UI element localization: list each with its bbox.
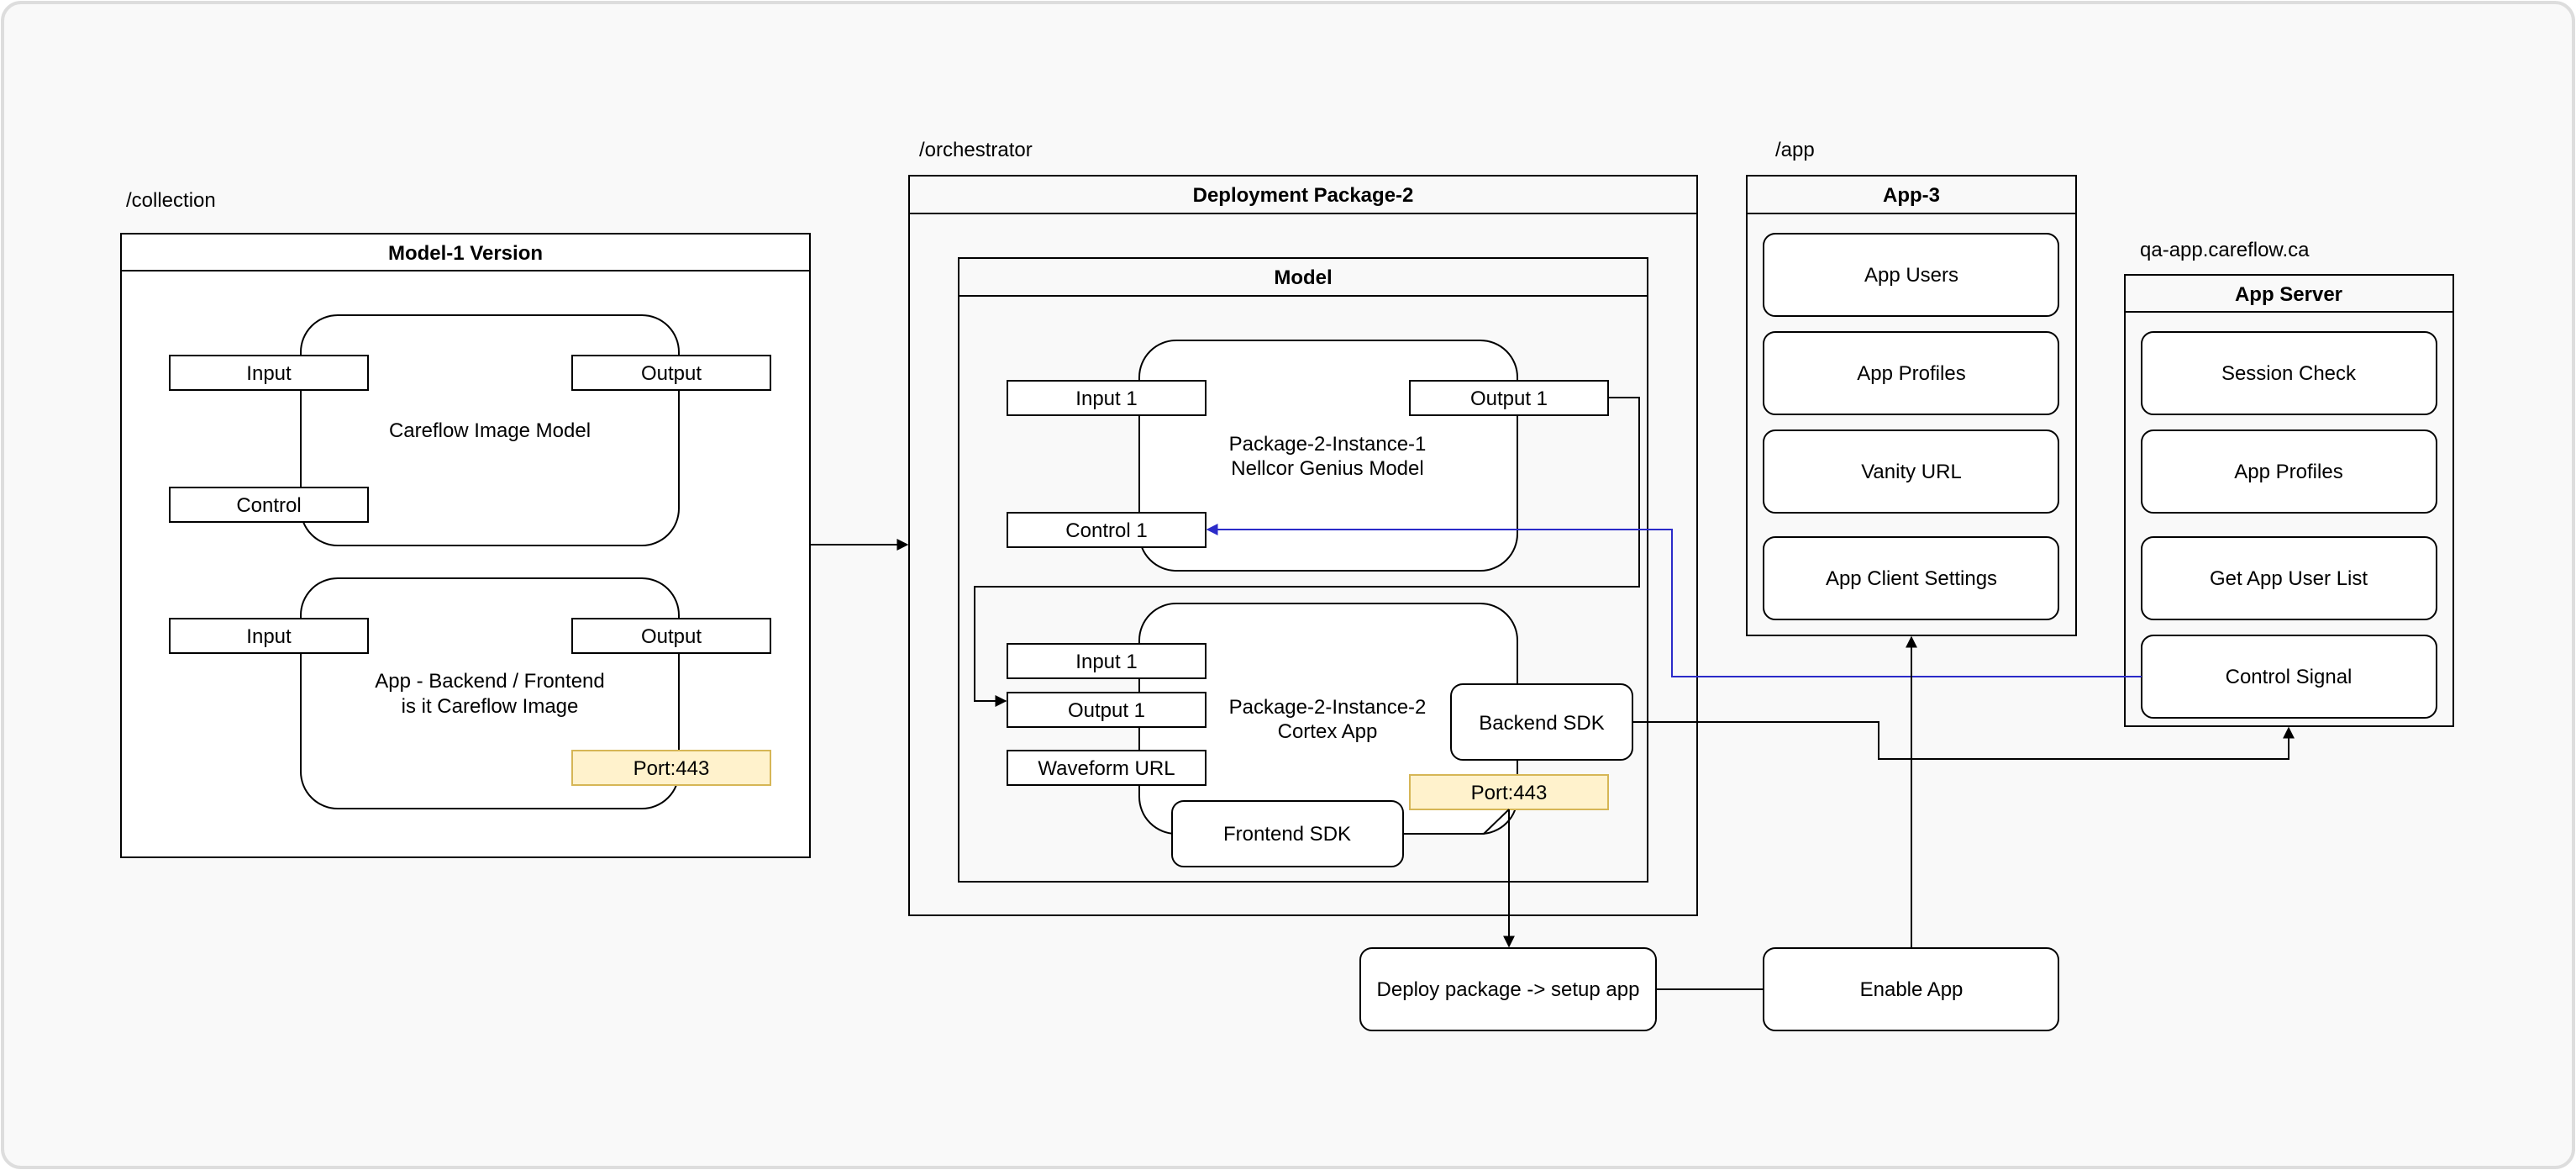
server-path-label: qa-app.careflow.ca <box>2140 239 2310 261</box>
svg-text:Input 1: Input 1 <box>1075 651 1137 673</box>
svg-text:Output 1: Output 1 <box>1470 387 1548 410</box>
backend-sdk-to-server-arrow <box>1632 721 2295 760</box>
output-to-output-connector <box>974 397 1640 707</box>
app-backend-port-443: Port:443 <box>571 750 771 786</box>
control-signal-connector <box>1206 524 2142 677</box>
svg-text:Frontend SDK: Frontend SDK <box>1223 823 1351 846</box>
svg-text:Deploy package -> setup app: Deploy package -> setup app <box>1377 978 1640 1001</box>
deploy-package-node: Deploy package -> setup app <box>1359 947 1657 1031</box>
careflow-image-model-label: Careflow Image Model <box>389 419 591 442</box>
instance1-input-port: Input 1 <box>1007 380 1207 416</box>
svg-text:Output 1: Output 1 <box>1068 699 1145 722</box>
app-backend-frontend-label-line2: is it Careflow Image <box>402 695 579 718</box>
app-server-title: App Server <box>2235 283 2342 306</box>
svg-text:Port:443: Port:443 <box>1471 782 1548 804</box>
svg-text:Input: Input <box>246 362 292 385</box>
instance2-output-port: Output 1 <box>1007 692 1207 728</box>
svg-text:App Users: App Users <box>1864 264 1958 287</box>
frontend-sdk-node: Frontend SDK <box>1171 800 1404 867</box>
backend-sdk-node: Backend SDK <box>1450 683 1633 761</box>
svg-text:Output: Output <box>641 362 702 385</box>
app-path-label: /app <box>1775 139 1815 161</box>
app-users-node: App Users <box>1763 233 2059 317</box>
svg-text:Vanity URL: Vanity URL <box>1861 461 1962 483</box>
instance1-control-port: Control 1 <box>1007 512 1207 548</box>
app-client-settings-node: App Client Settings <box>1763 536 2059 620</box>
model1-version-title: Model-1 Version <box>388 242 543 265</box>
careflow-model-output-port: Output <box>571 355 771 391</box>
svg-text:Control 1: Control 1 <box>1065 519 1147 542</box>
instance2-port-443: Port:443 <box>1409 774 1609 810</box>
instance1-label-line1: Package-2-Instance-1 <box>1229 433 1427 456</box>
app-backend-frontend-label-line1: App - Backend / Frontend <box>375 670 605 693</box>
svg-text:Output: Output <box>641 625 702 648</box>
server-app-profiles-node: App Profiles <box>2141 430 2437 514</box>
instance2-input-port: Input 1 <box>1007 643 1207 679</box>
svg-text:Get App User List: Get App User List <box>2210 567 2368 590</box>
control-signal-node: Control Signal <box>2141 635 2437 719</box>
vanity-url-node: Vanity URL <box>1763 430 2059 514</box>
careflow-model-control-port: Control <box>169 487 369 523</box>
session-check-node: Session Check <box>2141 331 2437 415</box>
svg-text:Enable App: Enable App <box>1860 978 1964 1001</box>
orchestrator-path-label: /orchestrator <box>919 139 1033 161</box>
instance2-waveform-port: Waveform URL <box>1007 750 1207 786</box>
instance1-output-port: Output 1 <box>1409 380 1609 416</box>
instance2-label-line1: Package-2-Instance-2 <box>1229 696 1427 719</box>
instance2-label-line2: Cortex App <box>1278 720 1378 743</box>
app-backend-input-port: Input <box>169 618 369 654</box>
collection-path-label: /collection <box>126 189 216 212</box>
svg-text:App Profiles: App Profiles <box>2234 461 2342 483</box>
svg-text:Input 1: Input 1 <box>1075 387 1137 410</box>
app-profiles-node: App Profiles <box>1763 331 2059 415</box>
svg-text:Backend SDK: Backend SDK <box>1479 712 1604 735</box>
svg-text:Waveform URL: Waveform URL <box>1038 757 1175 780</box>
careflow-model-input-port: Input <box>169 355 369 391</box>
svg-text:App Profiles: App Profiles <box>1857 362 1965 385</box>
svg-text:Port:443: Port:443 <box>633 757 710 780</box>
svg-text:Control Signal: Control Signal <box>2226 666 2353 688</box>
app3-title: App-3 <box>1883 184 1940 207</box>
svg-text:Input: Input <box>246 625 292 648</box>
svg-text:App Client Settings: App Client Settings <box>1826 567 1997 590</box>
instance1-label-line2: Nellcor Genius Model <box>1231 457 1423 480</box>
model-title: Model <box>1274 266 1332 289</box>
enable-app-node: Enable App <box>1763 947 2059 1031</box>
svg-text:Session Check: Session Check <box>2221 362 2357 385</box>
svg-text:Control: Control <box>236 494 301 517</box>
app-backend-output-port: Output <box>571 618 771 654</box>
deployment-package-title: Deployment Package-2 <box>1193 184 1414 207</box>
get-app-user-list-node: Get App User List <box>2141 536 2437 620</box>
frontend-sdk-connector <box>1403 809 1510 835</box>
